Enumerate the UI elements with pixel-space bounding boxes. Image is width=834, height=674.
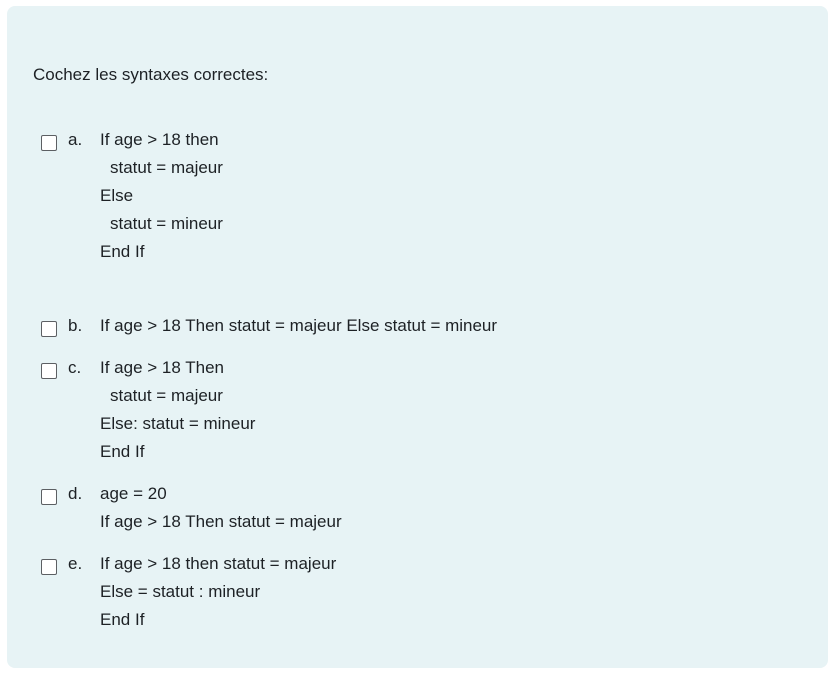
answer-checkbox-e[interactable]	[41, 559, 57, 575]
answer-text-c: If age > 18 Then statut = majeur Else: s…	[100, 354, 255, 466]
answer-letter-a: a.	[68, 130, 83, 149]
answer-checkbox-a[interactable]	[41, 135, 57, 151]
answer-line: Else = statut : mineur	[100, 582, 261, 601]
answer-line: End If	[100, 242, 145, 261]
answer-line: Else: statut = mineur	[100, 414, 256, 433]
answer-line: If age > 18 Then statut = majeur	[100, 512, 342, 531]
answer-text-e: If age > 18 then statut = majeur Else = …	[100, 550, 336, 634]
answer-line: statut = majeur	[110, 386, 223, 405]
answer-line: statut = mineur	[110, 214, 223, 233]
answer-text-a: If age > 18 then statut = majeur Else st…	[100, 126, 223, 266]
answer-line: End If	[100, 442, 145, 461]
answer-checkbox-b[interactable]	[41, 321, 57, 337]
answer-line: End If	[100, 610, 145, 629]
answer-checkbox-d[interactable]	[41, 489, 57, 505]
answer-line: If age > 18 Then statut = majeur Else st…	[100, 316, 498, 335]
question-prompt: Cochez les syntaxes correctes:	[33, 65, 269, 84]
answer-checkbox-c[interactable]	[41, 363, 57, 379]
answer-option-d[interactable]: d. age = 20 If age > 18 Then statut = ma…	[41, 484, 342, 536]
answer-letter-d: d.	[68, 484, 83, 503]
answer-line: statut = majeur	[110, 158, 223, 177]
answer-line: age = 20	[100, 484, 167, 503]
answer-option-c[interactable]: c. If age > 18 Then statut = majeur Else…	[41, 358, 255, 466]
question-panel: Cochez les syntaxes correctes: a. If age…	[7, 6, 828, 668]
answer-letter-e: e.	[68, 554, 83, 573]
answer-text-d: age = 20 If age > 18 Then statut = majeu…	[100, 480, 342, 536]
answer-option-b[interactable]: b. If age > 18 Then statut = majeur Else…	[41, 316, 497, 340]
answer-option-a[interactable]: a. If age > 18 then statut = majeur Else…	[41, 130, 223, 266]
answer-text-b: If age > 18 Then statut = majeur Else st…	[100, 312, 497, 340]
answer-line: If age > 18 Then	[100, 358, 224, 377]
answer-letter-c: c.	[68, 358, 82, 377]
answer-option-e[interactable]: e. If age > 18 then statut = majeur Else…	[41, 554, 336, 634]
answer-line: Else	[100, 186, 134, 205]
answer-line: If age > 18 then	[100, 130, 219, 149]
answer-letter-b: b.	[68, 316, 83, 335]
answer-line: If age > 18 then statut = majeur	[100, 554, 337, 573]
